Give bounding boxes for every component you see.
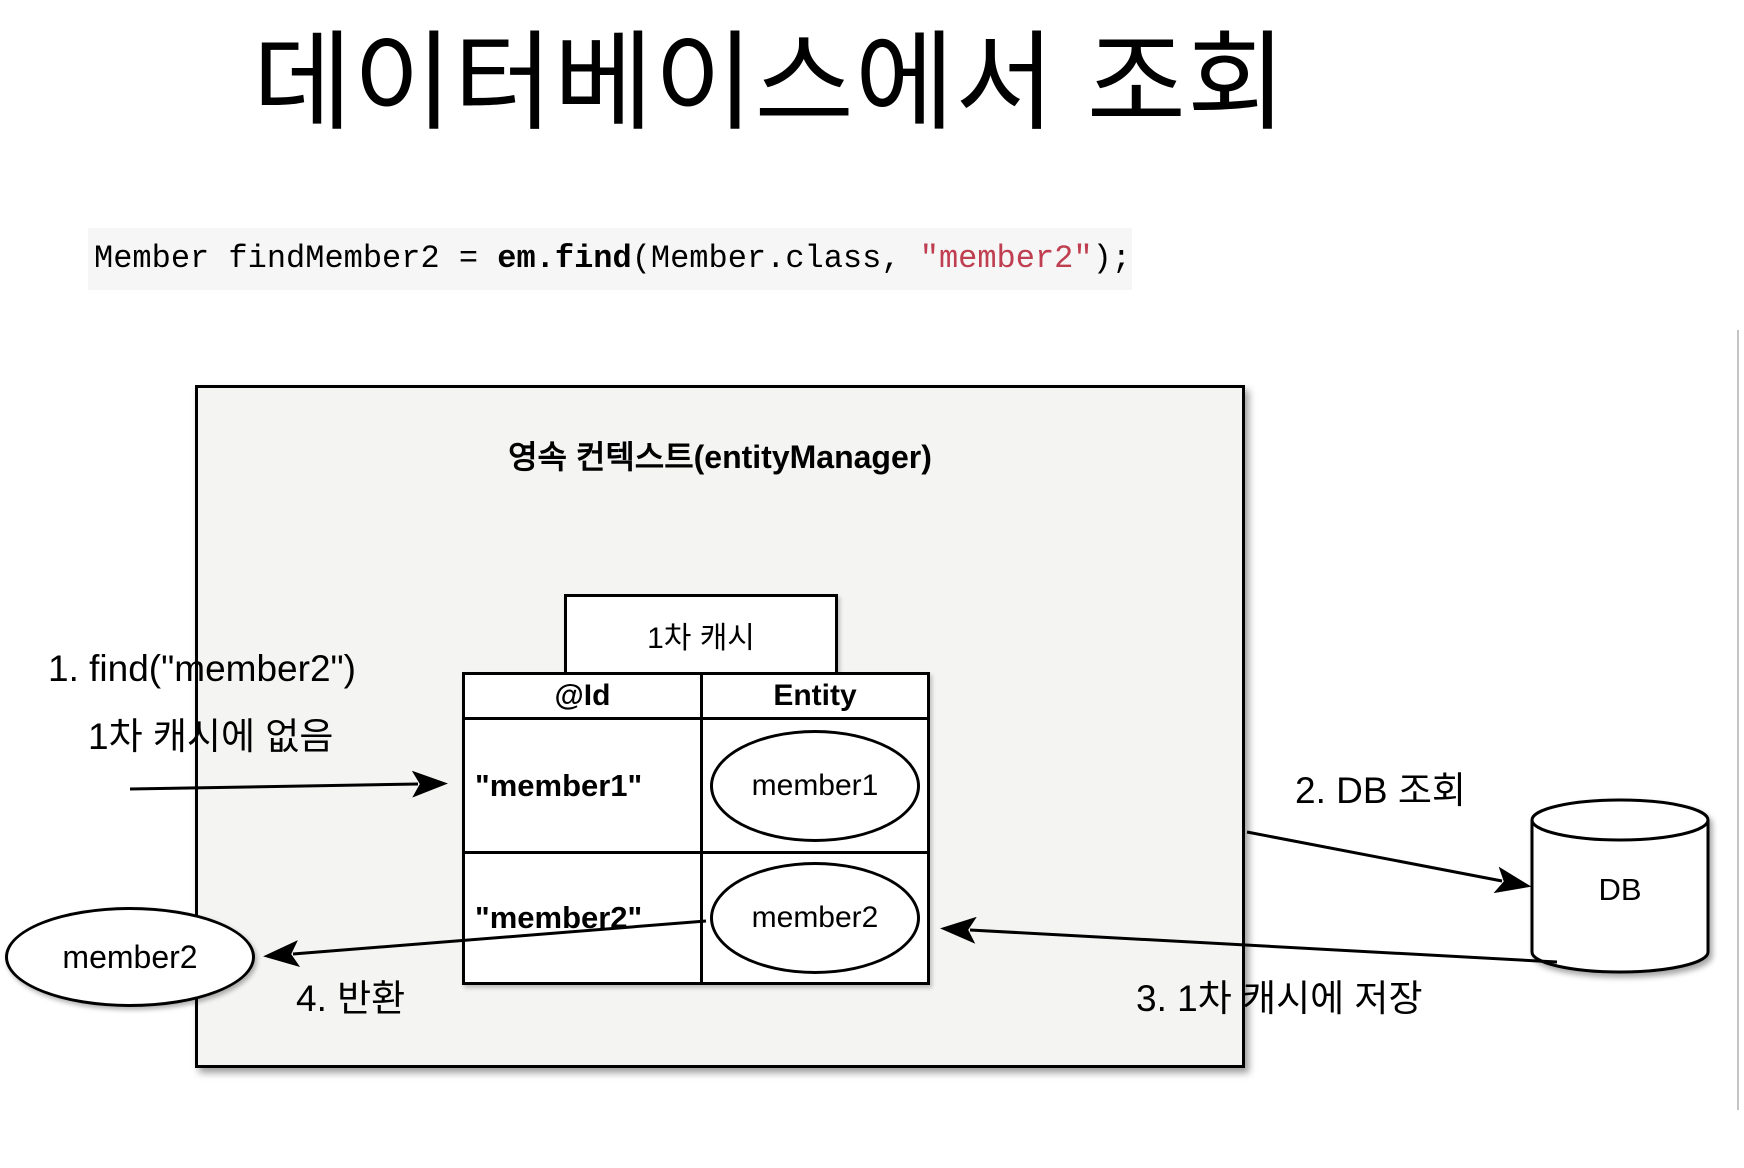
code-text-string: "member2" xyxy=(919,240,1093,277)
cache-row-id: "member2" xyxy=(465,851,700,982)
page-edge-line xyxy=(1737,330,1739,1110)
entity-ellipse: member2 xyxy=(710,862,920,974)
code-snippet: Member findMember2 = em.find(Member.clas… xyxy=(88,228,1132,290)
annotation-step4: 4. 반환 xyxy=(296,978,406,1019)
code-text-plain: Member findMember2 = xyxy=(94,240,498,277)
page-title: 데이터베이스에서 조회 xyxy=(252,22,1288,143)
annotation-step3: 3. 1차 캐시에 저장 xyxy=(1136,978,1423,1019)
first-level-cache-label-box: 1차 캐시 xyxy=(564,594,838,675)
annotation-step1-line2: 1차 캐시에 없음 xyxy=(88,716,334,757)
code-text-plain: (Member.class, xyxy=(631,240,920,277)
cache-row-id: "member1" xyxy=(465,717,700,851)
entity-label: member1 xyxy=(751,768,879,802)
db-query-arrow xyxy=(1246,830,1532,894)
header-id-cell: @Id xyxy=(554,679,611,712)
entity-label: member2 xyxy=(751,901,879,934)
code-text-plain: ); xyxy=(1092,240,1131,277)
result-entity-label: member2 xyxy=(62,938,198,975)
cache-row-entity-cell: member1 xyxy=(700,717,927,851)
entity-ellipse: member1 xyxy=(710,729,920,842)
annotation-step2: 2. DB 조회 xyxy=(1295,770,1466,811)
header-entity-cell: Entity xyxy=(700,675,927,717)
persistence-context-title: 영속 컨텍스트(entityManager) xyxy=(508,439,932,475)
code-text-bold: em.find xyxy=(497,240,632,277)
database-label: DB xyxy=(1598,872,1642,907)
cache-table: @Id Entity "member1" member1 "member2" m… xyxy=(462,672,930,985)
result-entity-ellipse: member2 xyxy=(5,907,255,1007)
cache-row-entity-cell: member2 xyxy=(700,851,927,982)
annotation-step1-line1: 1. find("member2") xyxy=(48,648,356,689)
first-level-cache-label: 1차 캐시 xyxy=(647,621,755,655)
